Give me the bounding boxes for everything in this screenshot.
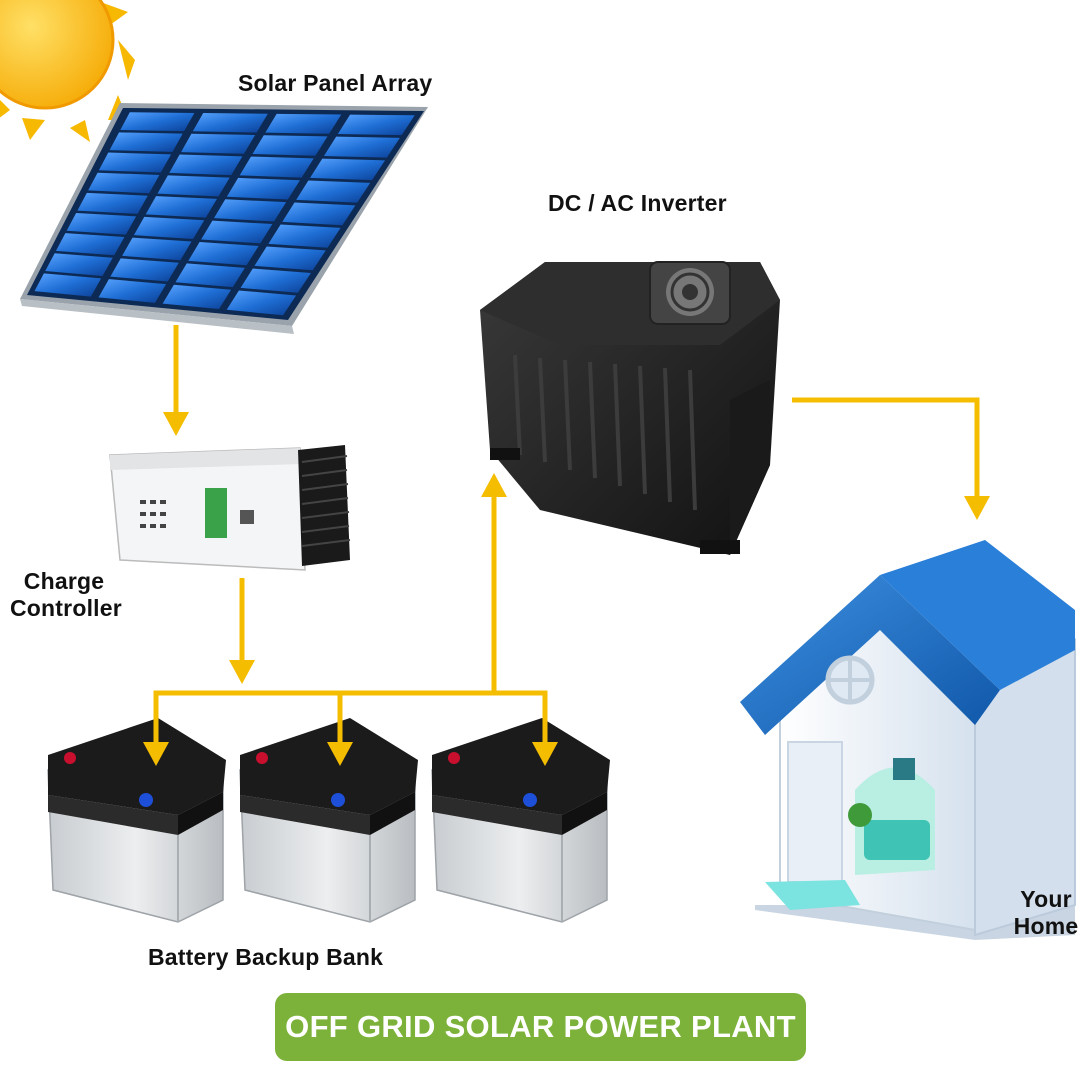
home-label-line2: Home: [1013, 913, 1079, 939]
sun-icon: [0, 0, 135, 142]
solar-cell: [282, 202, 356, 226]
solar-cell: [175, 263, 245, 288]
solar-cell: [98, 279, 167, 303]
solar-cell: [226, 290, 297, 316]
arrowhead-to-inverter: [481, 473, 507, 497]
solar-cell: [296, 180, 371, 203]
solar-cell: [188, 242, 259, 266]
battery-bus: [153, 495, 548, 748]
battery-bank-label: Battery Backup Bank: [148, 944, 384, 970]
solar-cell: [213, 199, 287, 222]
solar-cell: [268, 224, 341, 248]
solar-cell: [254, 246, 326, 271]
solar-cell: [133, 216, 205, 239]
solar-panel-icon: [20, 103, 428, 334]
charge-controller-label-line1: Charge: [23, 568, 105, 594]
solar-cell: [201, 220, 273, 244]
solar-cell: [226, 177, 300, 200]
solar-cell: [310, 158, 386, 181]
battery-icon: [47, 718, 226, 923]
solar-cell: [252, 135, 328, 156]
solar-cell: [120, 112, 195, 132]
solar-cell: [157, 175, 230, 197]
inverter-label: DC / AC Inverter: [548, 190, 727, 216]
solar-cell: [88, 172, 160, 194]
title-banner-text: OFF GRID SOLAR POWER PLANT: [285, 1009, 796, 1044]
solar-panel-label: Solar Panel Array: [238, 70, 433, 96]
charge-controller-label-line2: Controller: [10, 595, 122, 621]
solar-cell: [98, 152, 172, 173]
inverter-icon: [480, 261, 780, 555]
battery-icon: [431, 718, 610, 923]
arrowhead-battery-3: [532, 742, 558, 766]
arrowhead-to-bus: [229, 660, 255, 684]
home-label: Your Home: [1006, 886, 1080, 940]
title-banner: OFF GRID SOLAR POWER PLANT: [275, 993, 806, 1061]
home-label-line1: Your: [1020, 886, 1072, 912]
solar-cell: [181, 133, 256, 154]
arrowhead-battery-2: [327, 742, 353, 766]
solar-cell: [162, 284, 232, 310]
solar-cell: [145, 196, 217, 218]
solar-cell: [192, 113, 268, 133]
connector-inverter-to-home: [792, 397, 980, 500]
solar-cell: [45, 253, 113, 276]
arrowhead-to-home: [964, 496, 990, 520]
arrowhead-battery-1: [143, 742, 169, 766]
solar-cell: [110, 258, 179, 282]
solar-cell: [240, 268, 311, 293]
solar-cell: [55, 233, 125, 256]
solar-cell: [337, 114, 415, 136]
solar-cell: [323, 136, 400, 158]
charge-controller-icon: [109, 445, 351, 571]
arrowhead-to-controller: [163, 412, 189, 436]
solar-cell: [109, 132, 183, 152]
solar-cell: [239, 156, 314, 178]
solar-cell: [169, 154, 243, 176]
charge-controller-label: Charge Controller: [10, 568, 122, 622]
solar-cell: [265, 113, 342, 134]
solar-cell: [122, 237, 192, 261]
battery-icon: [239, 718, 418, 923]
solar-cell: [77, 192, 148, 214]
house-icon: [740, 540, 1076, 940]
solar-cell: [34, 273, 102, 297]
solar-cell: [66, 212, 137, 235]
